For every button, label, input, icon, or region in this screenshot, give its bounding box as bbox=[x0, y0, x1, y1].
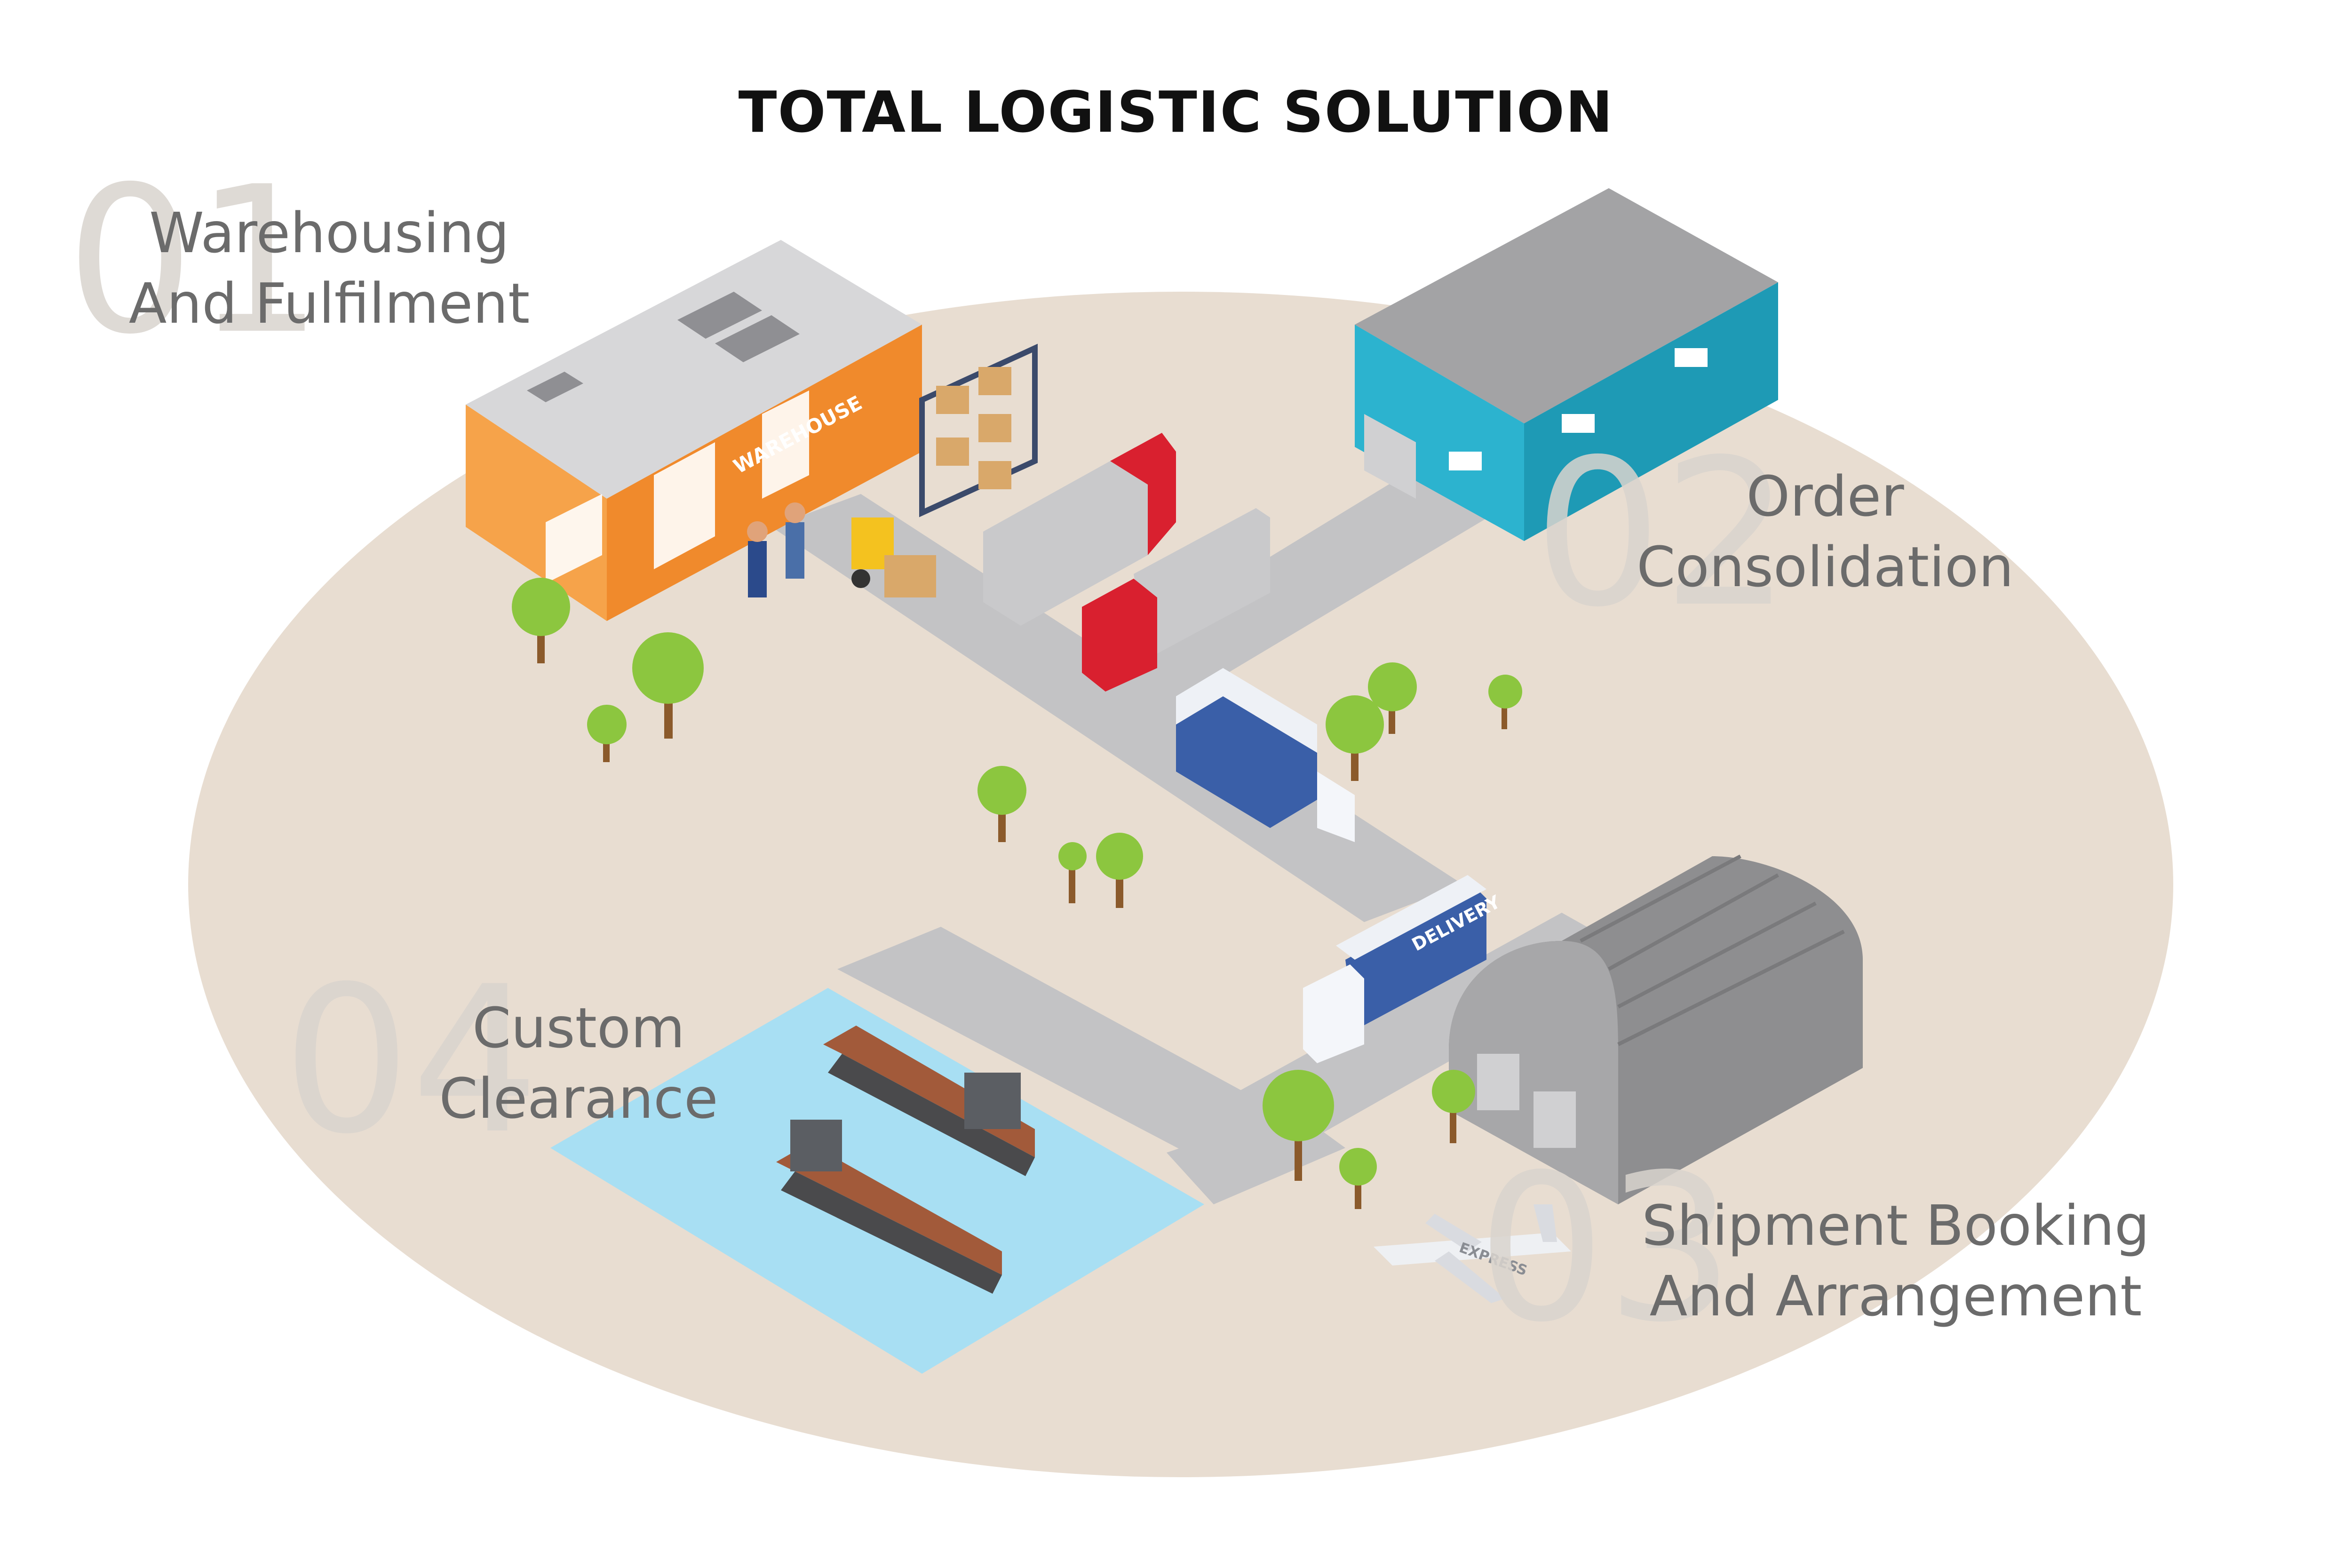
step-label-02: Order Consolidation bbox=[1590, 461, 2060, 602]
cargo-ship-lower bbox=[776, 1120, 1002, 1294]
step-label-01-line1: Warehousing bbox=[149, 200, 509, 265]
step-number-02: 02 bbox=[1534, 416, 1791, 652]
step-label-01: Warehousing And Fulfilment bbox=[103, 198, 555, 339]
step-number-01: 01 bbox=[66, 143, 324, 379]
workers bbox=[747, 502, 805, 597]
page-title: TOTAL LOGISTIC SOLUTION bbox=[738, 80, 1614, 145]
cargo-ship-upper bbox=[823, 1026, 1035, 1176]
tree bbox=[977, 766, 1026, 842]
hangar-building bbox=[1449, 854, 1863, 1204]
step-label-03: Shipment Booking And Arrangement bbox=[1590, 1190, 2201, 1331]
container-truck-docked bbox=[983, 433, 1176, 626]
step-label-03-line1: Shipment Booking bbox=[1642, 1193, 2150, 1258]
step-label-01-line2: And Fulfilment bbox=[128, 271, 530, 336]
storage-rack bbox=[919, 343, 1038, 517]
forklift bbox=[851, 517, 936, 597]
tree bbox=[1368, 662, 1417, 734]
step-label-04: Custom Clearance bbox=[400, 993, 757, 1134]
trees bbox=[512, 578, 1522, 1209]
step-label-03-line2: And Arrangement bbox=[1649, 1264, 2142, 1329]
step-label-04-line2: Clearance bbox=[439, 1066, 718, 1131]
blue-truck bbox=[1176, 668, 1355, 842]
tree bbox=[1058, 842, 1087, 903]
red-truck bbox=[1082, 508, 1270, 692]
depot-building bbox=[1355, 188, 1778, 541]
step-label-04-line1: Custom bbox=[472, 995, 685, 1060]
step-label-02-line2: Consolidation bbox=[1637, 534, 2014, 599]
step-number-04: 04 bbox=[282, 943, 540, 1178]
tree bbox=[1326, 695, 1384, 781]
airplane: EXPRESS bbox=[1374, 1204, 1571, 1303]
tree bbox=[1096, 833, 1143, 908]
step-number-03: 03 bbox=[1477, 1131, 1735, 1367]
tree bbox=[512, 578, 570, 663]
step-label-02-line1: Order bbox=[1746, 464, 1904, 529]
tree bbox=[1432, 1070, 1475, 1143]
tree bbox=[1263, 1070, 1334, 1181]
tree bbox=[1488, 675, 1522, 729]
tree bbox=[632, 632, 704, 739]
tree bbox=[587, 705, 627, 762]
harbor-water bbox=[550, 988, 1204, 1374]
tree bbox=[1339, 1148, 1377, 1209]
warehouse-building: WAREHOUSE bbox=[466, 240, 922, 621]
